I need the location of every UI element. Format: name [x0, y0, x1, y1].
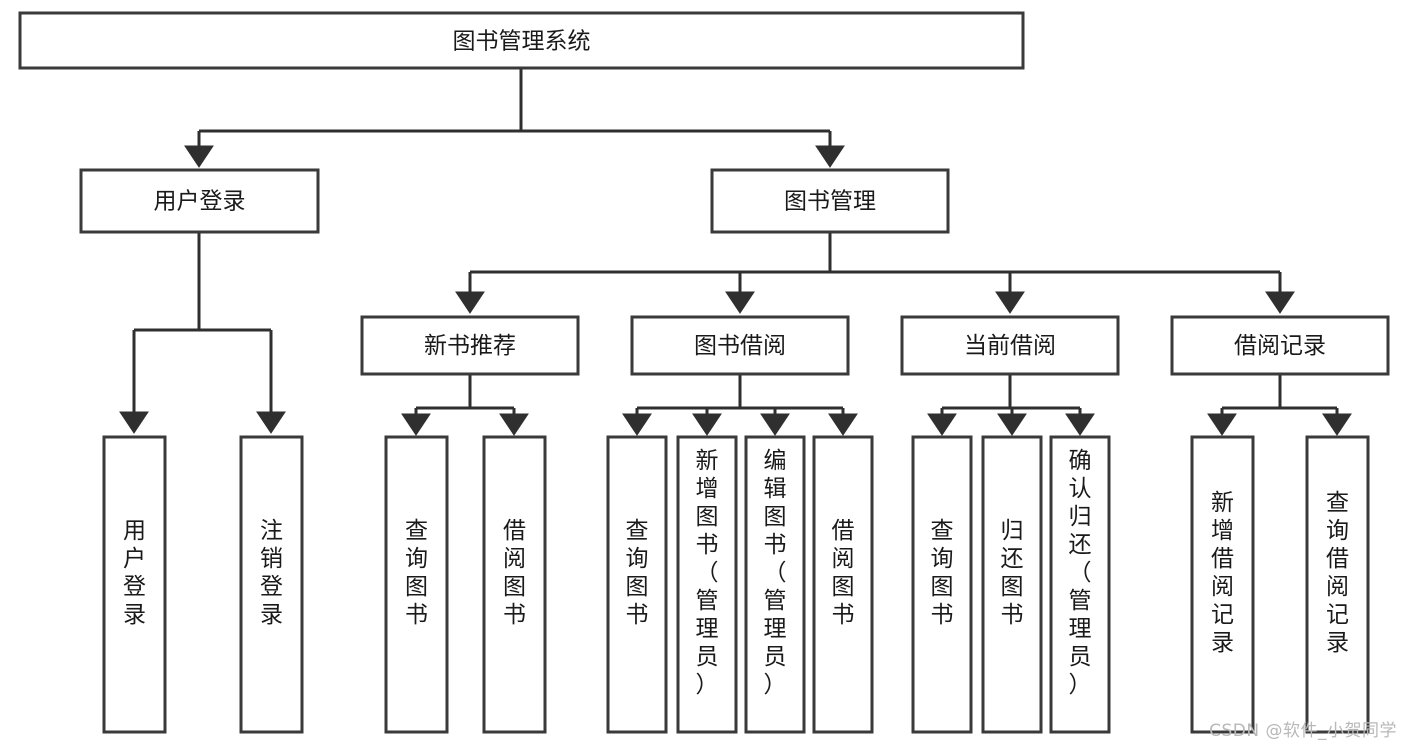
- node-borrow-record[interactable]: 借阅记录: [1170, 315, 1390, 376]
- node-leaf-add-book-admin[interactable]: 新增图书（管理员）: [676, 435, 738, 734]
- node-leaf-return-book-box: [981, 435, 1043, 734]
- node-leaf-add-borrow-record-box: [1190, 435, 1255, 734]
- node-leaf-query-borrow-record[interactable]: 查询借阅记录: [1305, 435, 1370, 734]
- node-leaf-query-book-borrow[interactable]: 查询图书: [606, 435, 668, 734]
- node-leaf-edit-book-admin-label: 编辑图书（管理员）: [764, 448, 787, 698]
- node-new-book-recommend-box: [360, 315, 580, 376]
- edge-layer: [119, 68, 1352, 436]
- node-leaf-user-login-box: [102, 435, 167, 734]
- node-book-borrow[interactable]: 图书借阅: [630, 315, 850, 376]
- node-user-login[interactable]: 用户登录: [79, 168, 320, 234]
- node-current-borrow-label: 当前借阅: [964, 333, 1056, 359]
- node-leaf-add-book-admin-box: [676, 435, 738, 734]
- node-current-borrow-box: [900, 315, 1120, 376]
- node-leaf-query-book-rec[interactable]: 查询图书: [384, 435, 449, 734]
- node-book-borrow-label: 图书借阅: [694, 333, 786, 359]
- node-leaf-confirm-return-admin[interactable]: 确认归还（管理员）: [1049, 435, 1111, 734]
- node-leaf-query-book-rec-label: 查询图书: [405, 518, 428, 628]
- node-leaf-user-login-label: 用户登录: [123, 518, 146, 628]
- node-leaf-edit-book-admin-box: [744, 435, 806, 734]
- node-leaf-user-login[interactable]: 用户登录: [102, 435, 167, 734]
- node-leaf-query-borrow-record-label: 查询借阅记录: [1326, 490, 1349, 656]
- node-leaf-borrow-book[interactable]: 借阅图书: [812, 435, 874, 734]
- node-root-box: [18, 11, 1025, 70]
- node-leaf-add-borrow-record-label: 新增借阅记录: [1211, 490, 1234, 656]
- node-leaf-query-book-borrow-label: 查询图书: [626, 518, 649, 628]
- node-leaf-add-borrow-record[interactable]: 新增借阅记录: [1190, 435, 1255, 734]
- node-leaf-query-book-current-label: 查询图书: [931, 518, 954, 628]
- node-leaf-query-book-rec-box: [384, 435, 449, 734]
- node-leaf-borrow-book-rec-label: 借阅图书: [503, 518, 526, 628]
- node-leaf-logout-label: 注销登录: [260, 518, 283, 628]
- node-user-login-label: 用户登录: [154, 189, 246, 215]
- node-book-borrow-box: [630, 315, 850, 376]
- node-leaf-borrow-book-rec-box: [482, 435, 547, 734]
- node-leaf-query-borrow-record-box: [1305, 435, 1370, 734]
- node-leaf-query-book-current-box: [911, 435, 973, 734]
- node-leaf-query-book-borrow-box: [606, 435, 668, 734]
- node-new-book-recommend-label: 新书推荐: [424, 333, 516, 359]
- node-leaf-borrow-book-box: [812, 435, 874, 734]
- node-leaf-confirm-return-admin-label: 确认归还（管理员）: [1069, 448, 1092, 698]
- node-borrow-record-box: [1170, 315, 1390, 376]
- node-leaf-add-book-admin-label: 新增图书（管理员）: [696, 448, 719, 698]
- node-leaf-confirm-return-admin-box: [1049, 435, 1111, 734]
- node-current-borrow[interactable]: 当前借阅: [900, 315, 1120, 376]
- node-leaf-logout[interactable]: 注销登录: [239, 435, 304, 734]
- node-root-book-management-system[interactable]: 图书管理系统: [18, 11, 1025, 70]
- node-borrow-record-label: 借阅记录: [1234, 333, 1326, 359]
- node-new-book-recommend[interactable]: 新书推荐: [360, 315, 580, 376]
- node-leaf-return-book[interactable]: 归还图书: [981, 435, 1043, 734]
- node-leaf-logout-box: [239, 435, 304, 734]
- node-leaf-borrow-book-rec[interactable]: 借阅图书: [482, 435, 547, 734]
- node-book-management-label: 图书管理: [784, 189, 876, 215]
- node-leaf-borrow-book-label: 借阅图书: [832, 518, 855, 628]
- node-leaf-edit-book-admin[interactable]: 编辑图书（管理员）: [744, 435, 806, 734]
- node-leaf-return-book-label: 归还图书: [1001, 518, 1024, 628]
- node-book-management-box: [710, 168, 950, 234]
- node-user-login-box: [79, 168, 320, 234]
- node-leaf-query-book-current[interactable]: 查询图书: [911, 435, 973, 734]
- node-root-label: 图书管理系统: [453, 29, 591, 55]
- node-book-management[interactable]: 图书管理: [710, 168, 950, 234]
